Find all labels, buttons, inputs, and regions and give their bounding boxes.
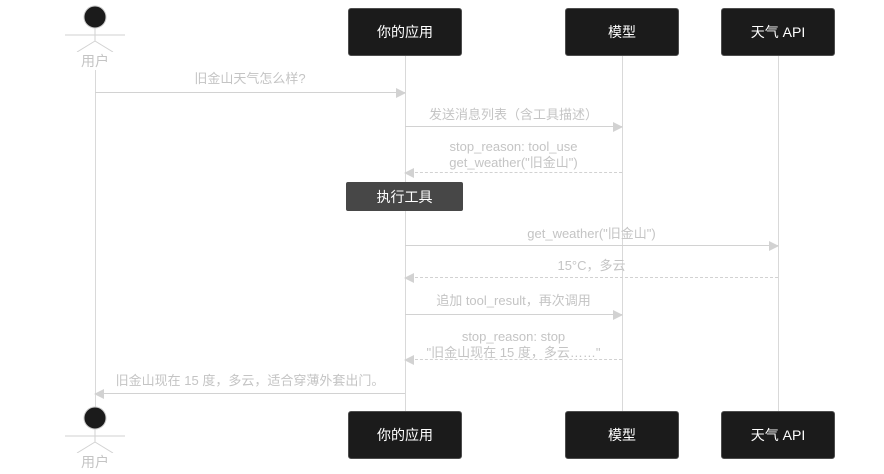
arrow-left-icon: [94, 389, 405, 399]
message-label: 旧金山天气怎么样?: [194, 71, 306, 86]
arrow-right-icon: [405, 310, 623, 320]
arrow-left-icon: [404, 273, 778, 283]
arrow-right-icon: [95, 88, 406, 98]
participant-box-model-top: 模型: [565, 8, 679, 56]
actor-user-label: 用户: [81, 53, 109, 69]
arrow-right-icon: [405, 241, 779, 251]
actor-user-label: 用户: [81, 454, 109, 470]
participant-box-weather-api-top: 天气 API: [721, 8, 835, 56]
lifeline-model: [622, 56, 623, 411]
user-stick-figure-icon: [65, 406, 125, 453]
lifeline-weather-api: [778, 56, 779, 411]
message-user-question: 旧金山天气怎么样?: [95, 71, 406, 98]
arrow-right-icon: [405, 122, 623, 132]
arrow-left-icon: [404, 168, 622, 178]
message-stop-reason-stop: stop_reason: stop "旧金山现在 15 度，多云……": [404, 329, 622, 365]
message-stop-reason-tool-use: stop_reason: tool_use get_weather("旧金山"): [404, 139, 622, 178]
message-label-line2: get_weather("旧金山"): [449, 155, 578, 170]
lifeline-your-app: [405, 56, 406, 411]
message-append-tool-result: 追加 tool_result，再次调用: [405, 293, 623, 320]
actor-user-top: 用户: [63, 5, 127, 69]
message-label: 旧金山现在 15 度，多云，适合穿薄外套出门。: [115, 373, 385, 388]
lifeline-user: [95, 70, 96, 407]
user-stick-figure-icon: [65, 5, 125, 52]
message-label-line2: "旧金山现在 15 度，多云……": [426, 345, 601, 360]
message-label: get_weather("旧金山"): [527, 226, 656, 241]
message-label-line1: stop_reason: stop: [461, 329, 566, 344]
message-label-line1: stop_reason: tool_use: [449, 139, 578, 154]
message-label: 15°C，多云: [557, 258, 626, 273]
participant-box-model-bottom: 模型: [565, 411, 679, 459]
message-weather-result: 15°C，多云: [404, 258, 778, 283]
message-final-answer: 旧金山现在 15 度，多云，适合穿薄外套出门。: [94, 373, 405, 399]
message-get-weather-call: get_weather("旧金山"): [405, 226, 779, 251]
participant-box-weather-api-bottom: 天气 API: [721, 411, 835, 459]
arrow-left-icon: [404, 355, 622, 365]
participant-box-your-app-bottom: 你的应用: [348, 411, 462, 459]
tool-execution-note: 执行工具: [346, 182, 463, 211]
message-send-messages: 发送消息列表（含工具描述）: [405, 107, 623, 132]
participant-box-your-app-top: 你的应用: [348, 8, 462, 56]
message-label: 发送消息列表（含工具描述）: [428, 107, 598, 122]
actor-user-bottom: 用户: [63, 406, 127, 470]
message-label: 追加 tool_result，再次调用: [436, 293, 591, 308]
